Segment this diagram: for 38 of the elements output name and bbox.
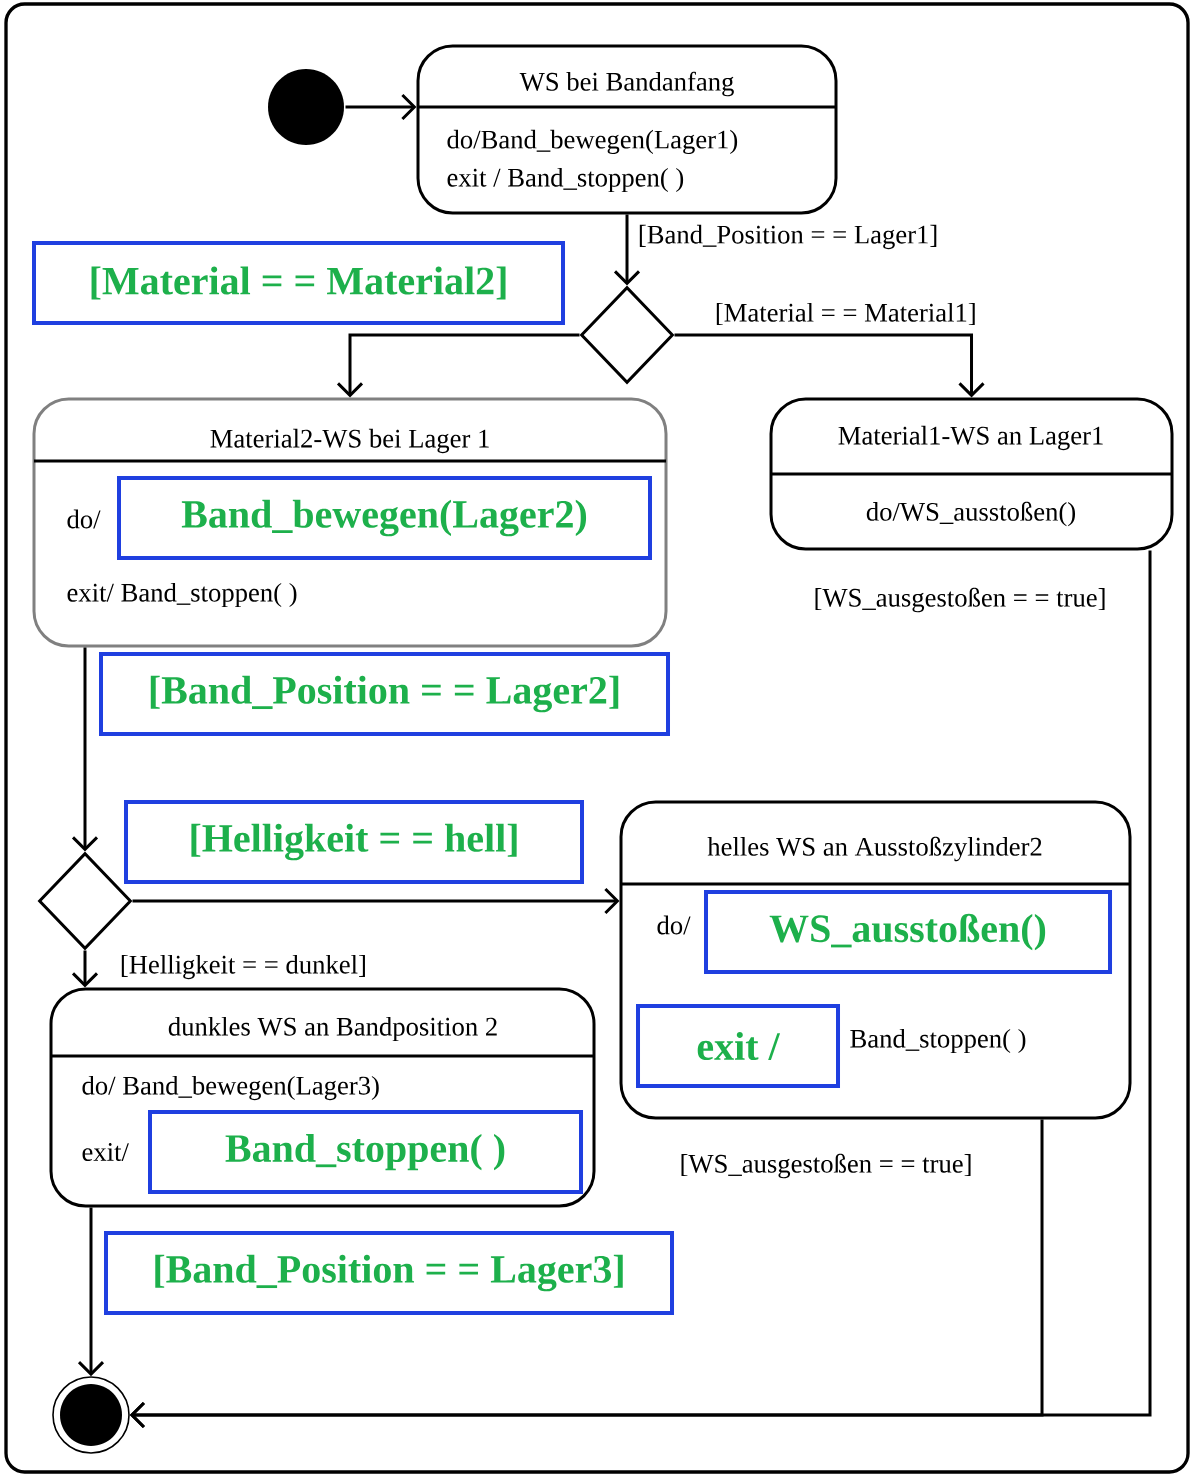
guard-box: [Helligkeit = = hell] <box>124 800 584 884</box>
edge-label: [WS_ausgestoßen = = true] <box>812 586 1108 614</box>
arrow <box>336 333 580 398</box>
action-text: exit/ Band_stoppen( ) <box>67 582 297 608</box>
state-name: Material1-WS an Lager1 <box>838 425 1103 451</box>
action-text: do/Band_bewegen(Lager1) <box>447 129 738 155</box>
edge-label: [WS_ausgestoßen = = true] <box>678 1152 974 1180</box>
final-state <box>52 1376 130 1454</box>
arrow <box>77 1207 105 1377</box>
state-name: helles WS an Ausstoßzylinder2 <box>707 836 1042 862</box>
guard-box: WS_ausstoßen() <box>704 890 1112 974</box>
guard-box: [Band_Position = = Lager3] <box>104 1231 674 1315</box>
arrow <box>132 887 620 915</box>
arrow <box>71 950 99 988</box>
guard-box: exit / <box>636 1004 840 1088</box>
guard-box: [Material = = Material2] <box>32 241 565 325</box>
edge-label: [Material = = Material1] <box>713 301 978 327</box>
action-text: do/ <box>657 915 691 935</box>
state-name: WS bei Bandanfang <box>519 71 734 97</box>
action-text: do/ <box>67 509 101 529</box>
action-text: exit/ <box>82 1143 129 1161</box>
guard-box: Band_bewegen(Lager2) <box>117 476 652 560</box>
edge-label: [Helligkeit = = dunkel] <box>118 953 369 981</box>
action-text: exit / Band_stoppen( ) <box>447 167 684 193</box>
action-text: do/ Band_bewegen(Lager3) <box>82 1075 379 1101</box>
state-name: Material2-WS bei Lager 1 <box>210 428 489 454</box>
guard-box: Band_stoppen( ) <box>148 1110 583 1194</box>
arrow <box>345 93 417 121</box>
arrow <box>674 333 985 398</box>
arrow <box>613 214 641 286</box>
arrow <box>71 647 99 852</box>
state-name: dunkles WS an Bandposition 2 <box>168 1016 497 1042</box>
action-text: Band_stoppen( ) <box>850 1028 1026 1054</box>
action-text: do/WS_ausstoßen() <box>866 501 1075 527</box>
initial-state <box>268 69 344 145</box>
edge-label: [Band_Position = = Lager1] <box>636 223 940 251</box>
guard-box: [Band_Position = = Lager2] <box>99 652 670 736</box>
arrow <box>129 1119 1044 1429</box>
